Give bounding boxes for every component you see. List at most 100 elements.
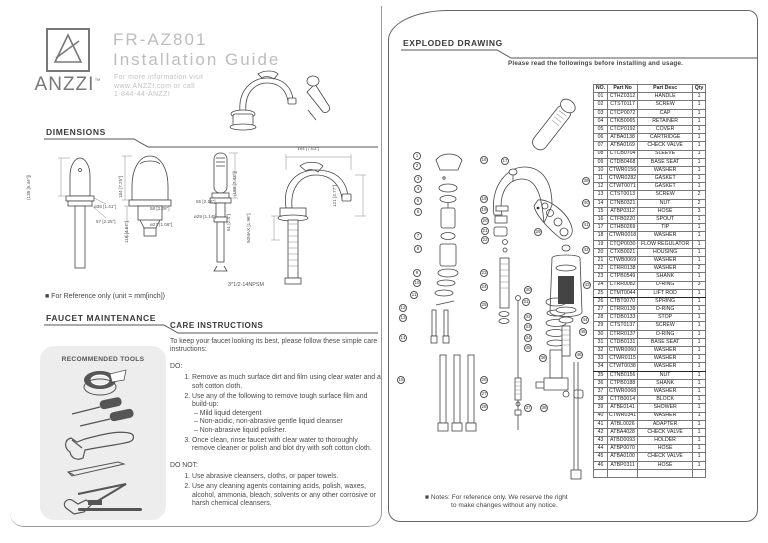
parts-cell: 3 bbox=[692, 280, 707, 290]
parts-cell: 19 bbox=[593, 239, 608, 249]
parts-cell: WASHER bbox=[637, 264, 694, 274]
parts-column-header: Part No bbox=[606, 83, 639, 94]
parts-cell: 07 bbox=[593, 141, 608, 151]
dim-label: (138 [5.44"]) bbox=[26, 174, 31, 200]
parts-cell: COVER bbox=[637, 124, 694, 135]
dim-label: 55 [2.16"] bbox=[196, 199, 216, 204]
parts-cell: 18 bbox=[593, 231, 608, 241]
parts-cell: CTBT0070 bbox=[606, 296, 639, 307]
parts-cell: 16 bbox=[593, 214, 608, 225]
left-page-border bbox=[10, 6, 382, 527]
parts-cell: 1 bbox=[692, 378, 707, 388]
parts-cell: CTWR0068 bbox=[606, 386, 639, 397]
exploded-notice: Please read the followings before instal… bbox=[508, 60, 684, 67]
parts-cell: 08 bbox=[593, 149, 608, 159]
parts-cell: SPRING bbox=[637, 296, 694, 307]
parts-cell: SCREW bbox=[637, 321, 694, 331]
parts-cell: FLOW REGULATOR bbox=[637, 239, 694, 249]
parts-cell: ATBA4028 bbox=[606, 427, 639, 438]
parts-cell: HOUSING bbox=[637, 247, 694, 257]
parts-cell: 14 bbox=[593, 198, 608, 208]
parts-cell: CTKB0065 bbox=[606, 116, 639, 126]
adjustable-wrench-icon bbox=[65, 431, 135, 460]
parts-cell: WASHER bbox=[637, 231, 694, 241]
parts-cell: 1 bbox=[692, 214, 707, 225]
care-do-subitem: – Mild liquid detergent bbox=[194, 409, 262, 417]
parts-cell: ATBA0169 bbox=[606, 141, 639, 151]
parts-cell: ATBE0141 bbox=[606, 403, 639, 413]
parts-cell: BLOCK bbox=[637, 395, 694, 405]
parts-cell: 09 bbox=[593, 157, 608, 167]
parts-cell: 1 bbox=[692, 337, 707, 348]
parts-cell: 1 bbox=[692, 305, 707, 315]
parts-cell: 44 bbox=[593, 444, 608, 454]
parts-cell: LIFT ROD bbox=[637, 288, 694, 298]
parts-cell: CHECK VALVE bbox=[637, 427, 694, 438]
parts-cell: 1 bbox=[692, 419, 707, 429]
dim-label: ø27 [1.06"] bbox=[150, 222, 173, 227]
parts-cell: 20 bbox=[593, 247, 608, 257]
thread-spec-label: 3*1/2-14NPSM bbox=[228, 282, 264, 288]
parts-cell: 1 bbox=[692, 370, 707, 380]
parts-cell: 22 bbox=[593, 264, 608, 274]
parts-cell: CTNB0321 bbox=[606, 198, 639, 208]
dim-label: (189 [7.43"]) bbox=[232, 170, 237, 196]
parts-cell: HOLDER bbox=[637, 436, 694, 446]
parts-cell: SHANK bbox=[637, 378, 694, 388]
notes-line: ■ Notes: For reference only. We reserve … bbox=[425, 494, 568, 501]
parts-cell: 41 bbox=[593, 419, 608, 429]
parts-cell: 33 bbox=[593, 354, 608, 364]
parts-cell: 1 bbox=[692, 92, 707, 102]
parts-cell: 31 bbox=[593, 337, 608, 348]
do-list: Remove as much surface dirt and film usi… bbox=[192, 374, 382, 453]
dim-label: 57 [2.25"] bbox=[96, 219, 116, 224]
care-instructions: CARE INSTRUCTIONS To keep your faucet lo… bbox=[170, 321, 382, 517]
parts-cell: CTHB0269 bbox=[606, 223, 639, 233]
parts-cell: CTST0117 bbox=[606, 100, 639, 110]
parts-column-header: Part Desc bbox=[637, 83, 694, 94]
parts-cell: BASE SEAT bbox=[637, 337, 694, 348]
exploded-section-title: EXPLODED DRAWING bbox=[403, 38, 503, 48]
parts-cell: 1 bbox=[692, 231, 707, 241]
parts-cell: CAP bbox=[637, 108, 694, 118]
parts-cell: 1 bbox=[692, 395, 707, 405]
parts-cell: 03 bbox=[593, 108, 608, 118]
parts-cell: ADAPTER bbox=[637, 419, 694, 429]
parts-cell: ATBD0093 bbox=[606, 436, 639, 446]
parts-cell: O-RING bbox=[637, 305, 694, 315]
parts-cell: 11 bbox=[593, 174, 608, 184]
parts-cell: CTDB0133 bbox=[606, 313, 639, 323]
parts-cell: WASHER bbox=[637, 345, 694, 356]
trademark-symbol: ™ bbox=[94, 78, 102, 85]
parts-cell: 04 bbox=[593, 116, 608, 126]
parts-cell: CTCP0192 bbox=[606, 124, 639, 135]
parts-cell: CTWR0115 bbox=[606, 354, 639, 364]
parts-cell: SHOWER bbox=[637, 403, 694, 413]
parts-cell: CTTB0014 bbox=[606, 395, 639, 405]
dim-label: 116 [4.57"] bbox=[124, 221, 129, 243]
care-do-subitem: – Non-abrasive liquid polisher. bbox=[194, 426, 287, 434]
parts-cell: O-RING bbox=[637, 280, 694, 290]
parts-cell: 37 bbox=[593, 386, 608, 397]
parts-cell: 40 bbox=[593, 411, 608, 421]
parts-cell: ATBP0312 bbox=[606, 206, 639, 217]
exploded-notes: ■ Notes: For reference only. We reserve … bbox=[425, 494, 568, 510]
notes-line: to make changes without any notice. bbox=[451, 502, 558, 509]
parts-cell: 01 bbox=[593, 92, 608, 102]
